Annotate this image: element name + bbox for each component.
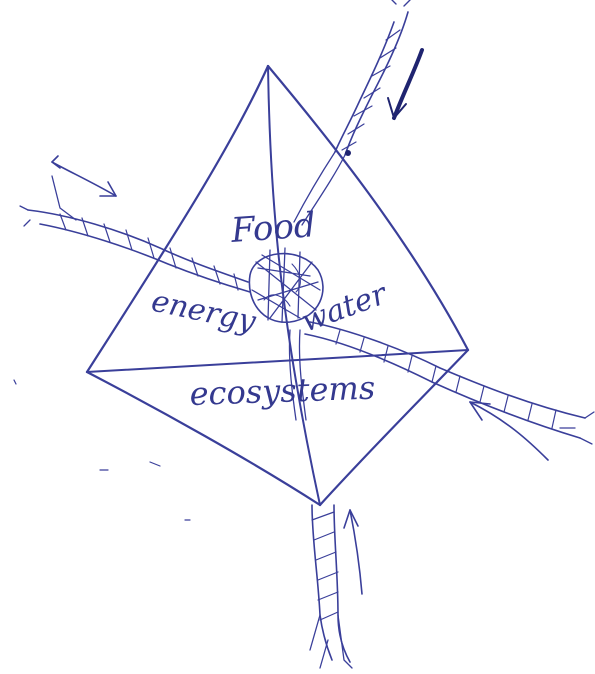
label-food: Food <box>229 205 317 251</box>
arrow-top-left <box>52 156 116 196</box>
stick-left <box>20 176 250 292</box>
arrow-bottom-right <box>470 402 548 460</box>
stray-marks <box>14 380 190 520</box>
tetrahedron <box>87 66 468 505</box>
label-ecosystems: ecosystems <box>189 369 376 413</box>
arrow-top-right <box>388 50 422 118</box>
arrow-bottom <box>344 510 362 594</box>
label-energy: energy <box>148 284 259 340</box>
